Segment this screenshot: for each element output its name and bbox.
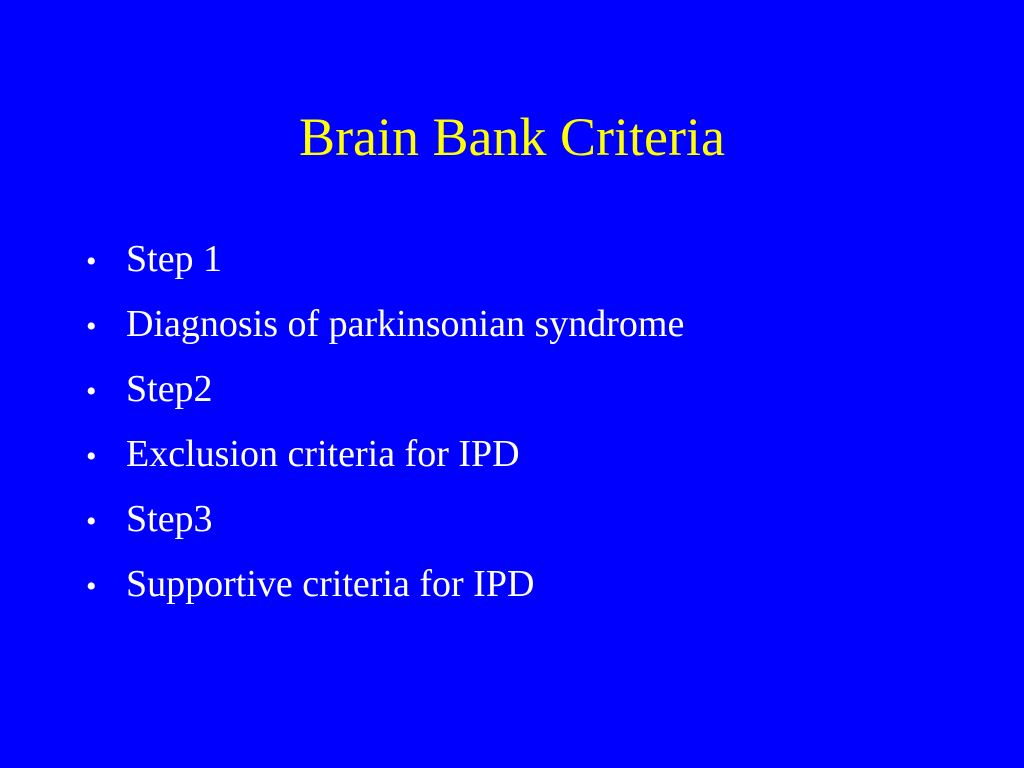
bullet-icon: •	[86, 440, 97, 473]
bullet-text: Step3	[126, 498, 213, 540]
list-item: • Exclusion criteria for IPD	[86, 428, 684, 493]
bullet-text: Diagnosis of parkinsonian syndrome	[126, 303, 685, 345]
bullet-text: Supportive criteria for IPD	[126, 563, 535, 605]
bullet-text: Step 1	[126, 238, 223, 280]
bullet-icon: •	[86, 570, 97, 603]
bullet-icon: •	[86, 245, 97, 278]
slide-title: Brain Bank Criteria	[299, 107, 725, 167]
list-item: • Diagnosis of parkinsonian syndrome	[86, 298, 684, 363]
bullet-text: Exclusion criteria for IPD	[126, 433, 520, 475]
list-item: • Step3	[86, 493, 684, 558]
bullet-icon: •	[86, 375, 97, 408]
bullet-text: Step2	[126, 368, 213, 410]
bullet-icon: •	[86, 505, 97, 538]
list-item: • Step 1	[86, 233, 684, 298]
bullet-icon: •	[86, 310, 97, 343]
list-item: • Supportive criteria for IPD	[86, 558, 684, 623]
bullet-list: • Step 1 • Diagnosis of parkinsonian syn…	[86, 233, 684, 623]
list-item: • Step2	[86, 363, 684, 428]
